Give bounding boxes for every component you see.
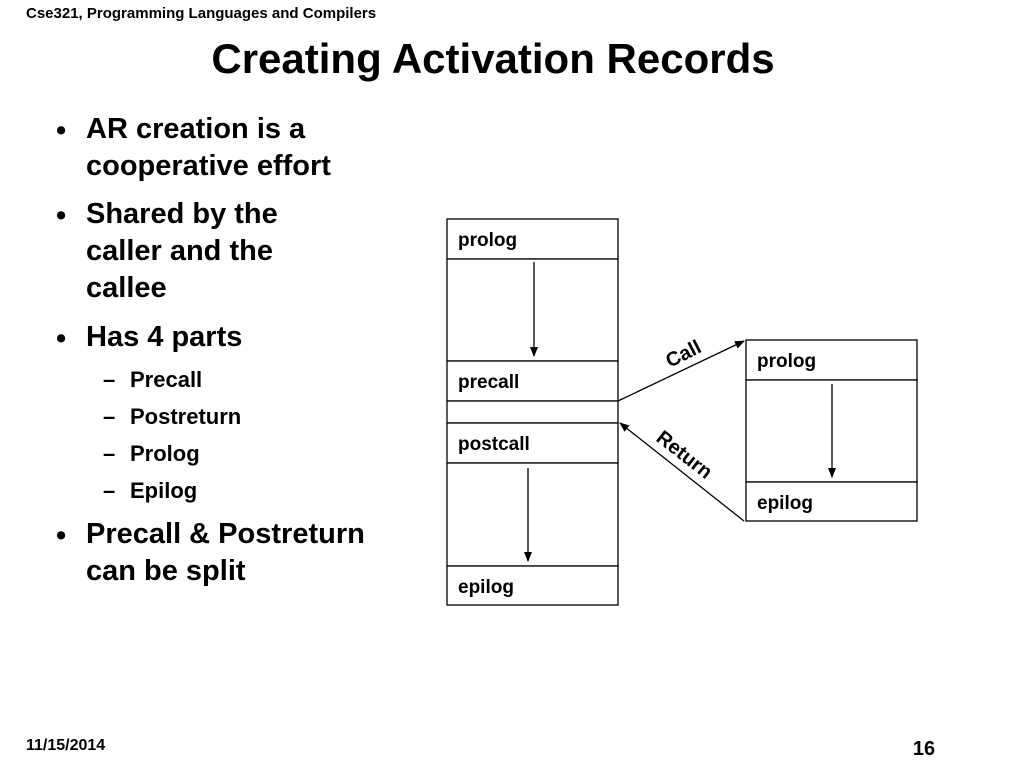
caller-postcall-label: postcall — [458, 434, 530, 455]
callee-prolog-label: prolog — [757, 351, 816, 372]
slide-title: Creating Activation Records — [211, 35, 775, 82]
callee-epilog-box — [745, 481, 918, 522]
caller-epilog-box — [446, 565, 619, 606]
caller-prolog-label: prolog — [458, 230, 517, 251]
course-header: Cse321, Programming Languages and Compil… — [26, 5, 377, 22]
call-label: Call — [662, 336, 705, 372]
call-arrow — [617, 340, 745, 402]
footer-date: 11/15/2014 — [26, 737, 106, 754]
return-arrow — [619, 422, 745, 522]
caller-epilog-label: epilog — [458, 577, 514, 598]
caller-body-upper — [446, 258, 619, 362]
caller-postcall-box — [446, 422, 619, 464]
caller-body-lower — [446, 462, 619, 567]
callee-prolog-box — [745, 339, 918, 381]
caller-gap-box — [446, 400, 619, 424]
page-number: 16 — [912, 738, 936, 760]
callee-frame: prolog epilog — [745, 339, 918, 522]
callee-epilog-label: epilog — [757, 493, 813, 514]
caller-precall-box — [446, 360, 619, 402]
caller-prolog-box — [446, 218, 619, 260]
caller-frame: prolog precall postcall epilog — [446, 218, 619, 606]
caller-precall-label: precall — [458, 372, 519, 393]
